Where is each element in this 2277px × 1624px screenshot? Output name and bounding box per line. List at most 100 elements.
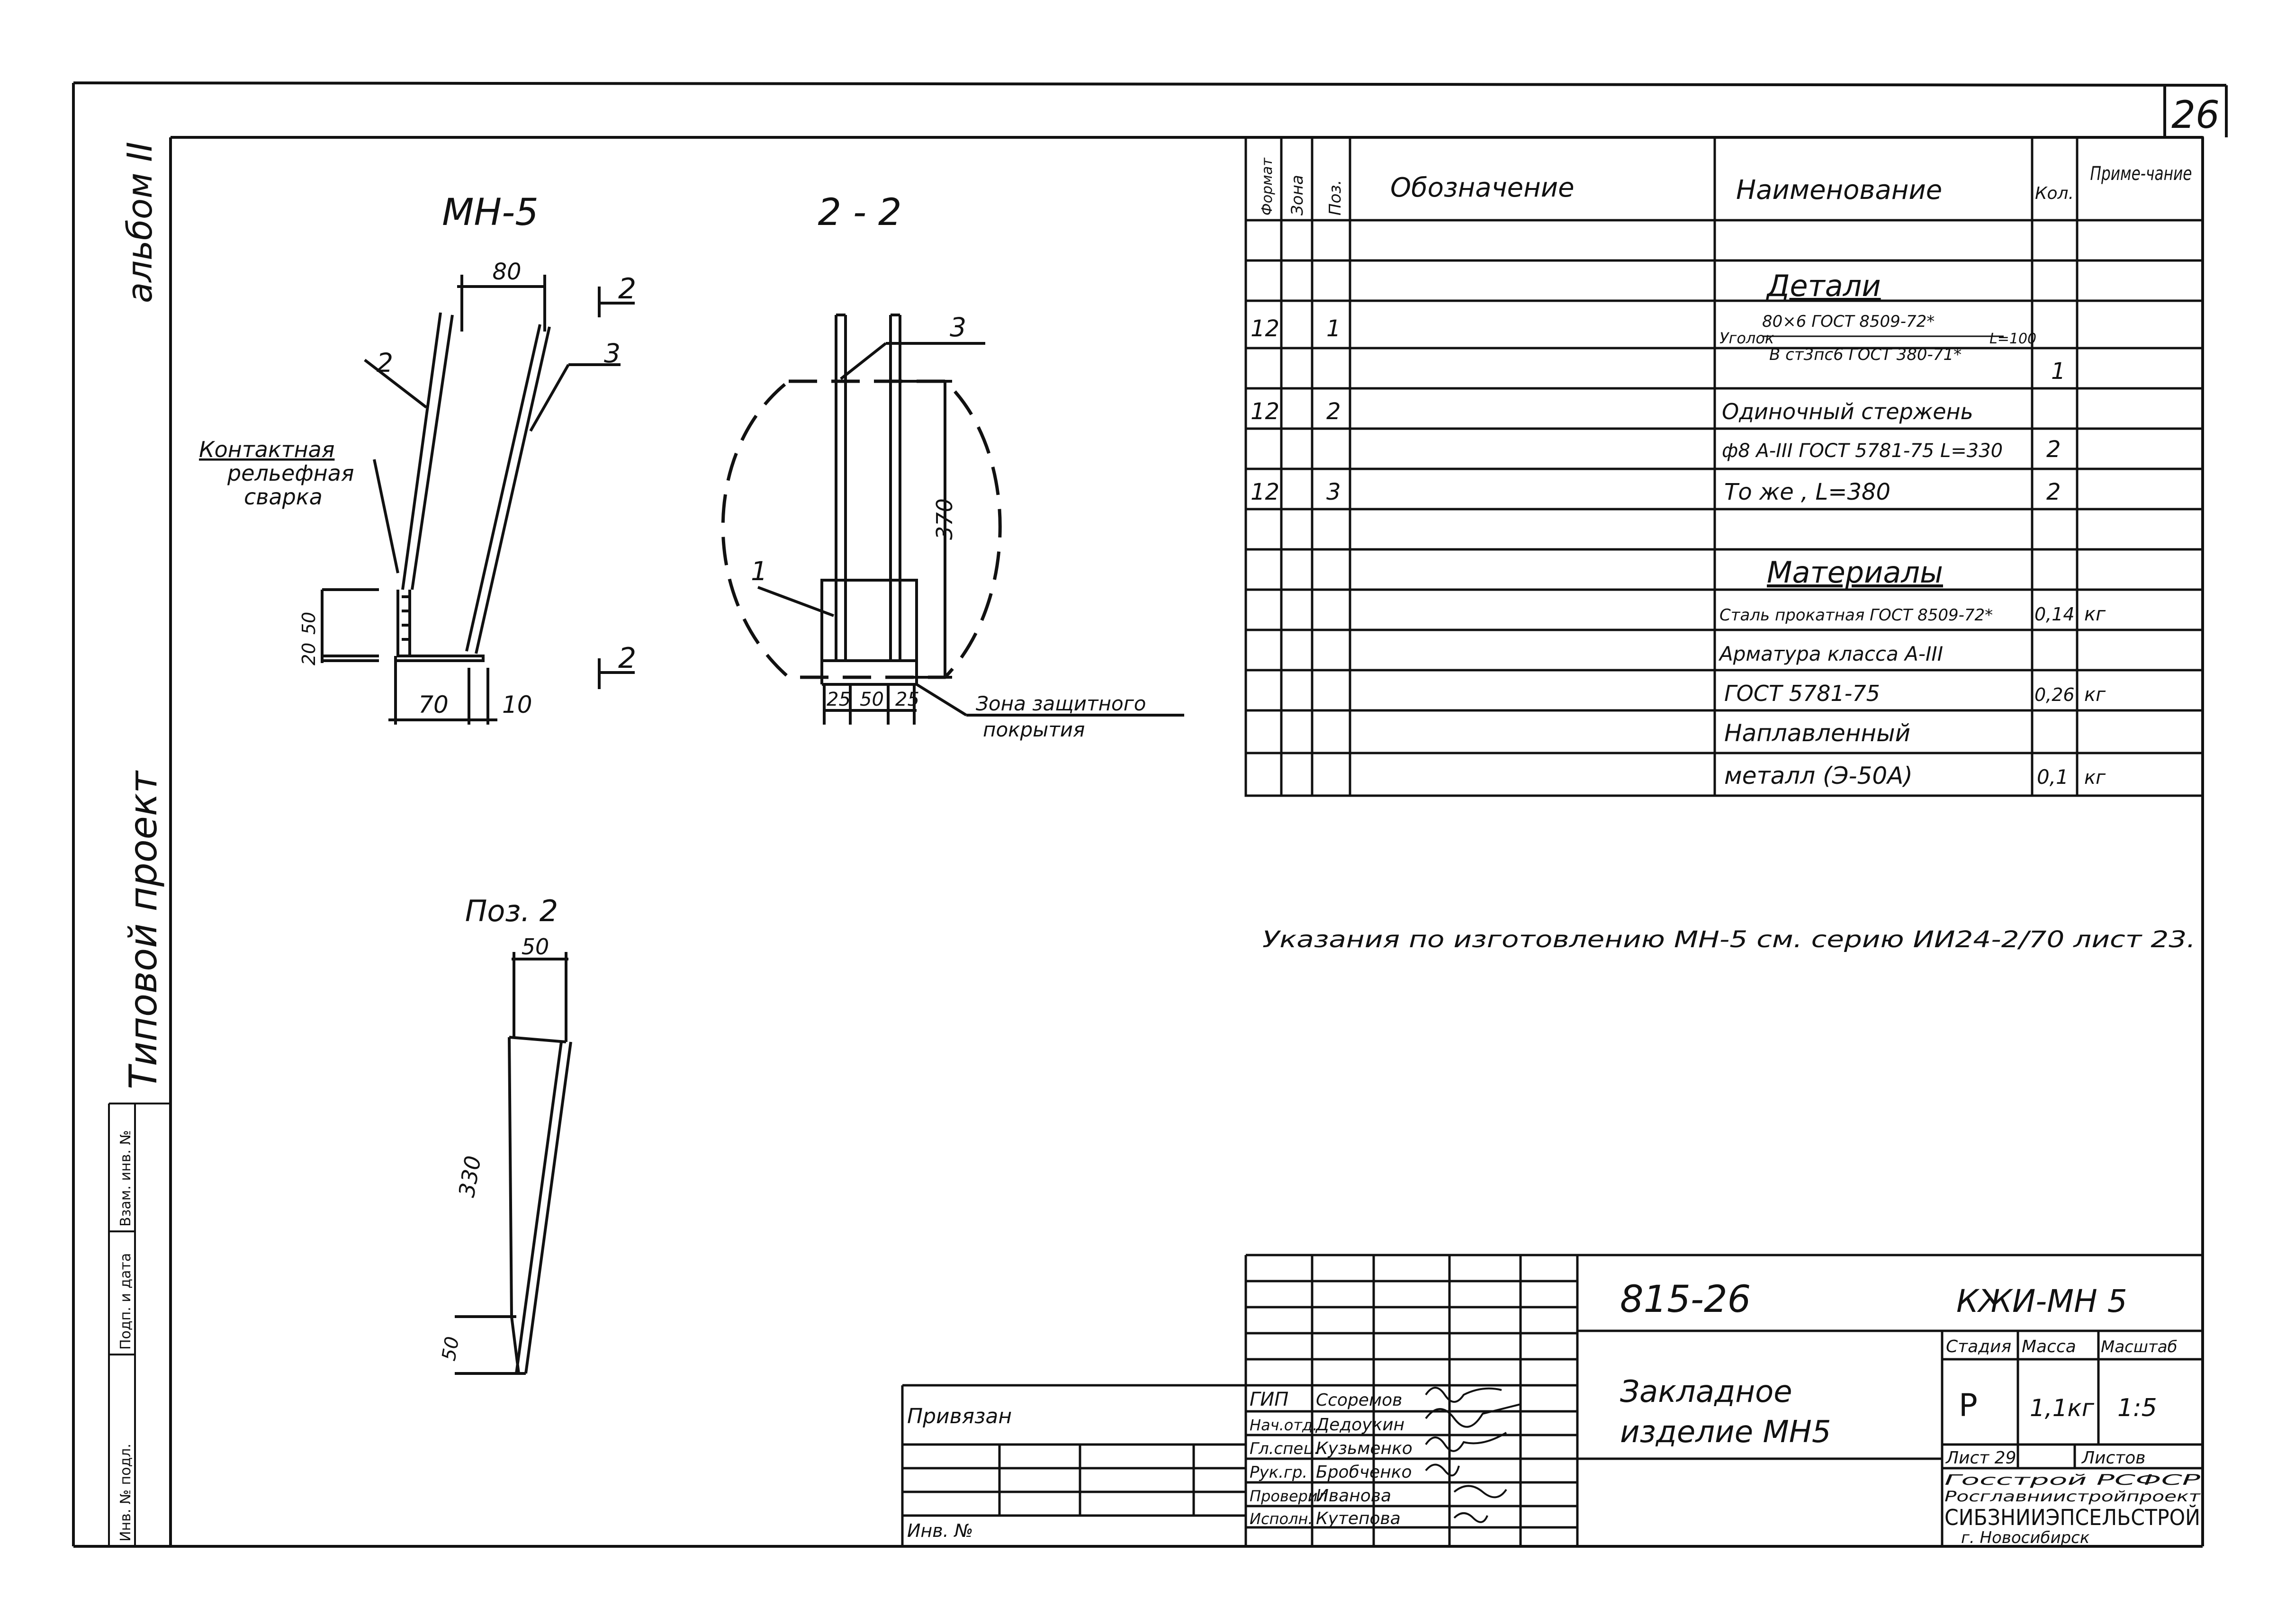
section22-title: 2 - 2 bbox=[818, 191, 902, 234]
name-5: Иванова bbox=[1316, 1486, 1391, 1506]
org-line4: г. Новосибирск bbox=[1961, 1528, 2090, 1547]
welding-note-line3: сварка bbox=[244, 484, 323, 510]
row1-qty: 1 bbox=[2051, 358, 2066, 385]
row1-name-prefix: Уголок bbox=[1719, 329, 1774, 347]
scale-header: Масштаб bbox=[2101, 1337, 2178, 1356]
section-parts: Детали bbox=[1765, 269, 1881, 303]
sheet-label: Лист 29 bbox=[1945, 1448, 2016, 1468]
row1-name-top: 80×6 ГОСТ 8509-72* bbox=[1762, 312, 1935, 331]
role-proveril: Проверил bbox=[1250, 1487, 1327, 1505]
role-glspec: Гл.спец. bbox=[1250, 1439, 1319, 1458]
product-name-line1: Закладное bbox=[1620, 1374, 1792, 1409]
welding-note-line2: рельефная bbox=[227, 460, 354, 486]
section22-dim-370: 370 bbox=[932, 498, 957, 540]
scale-value: 1:5 bbox=[2117, 1394, 2157, 1422]
row1-pos: 1 bbox=[1326, 315, 1341, 342]
org-line3: СИБЗНИИЭПСЕЛЬСТРОЙ bbox=[1944, 1505, 2200, 1530]
spec-table: Формат Зона Поз. Обозначение Наименовани… bbox=[1244, 136, 2204, 797]
section22-dim-25b: 25 bbox=[895, 689, 919, 710]
pos2-drawing: Поз. 2 50 330 50 bbox=[438, 894, 572, 1375]
section-materials: Материалы bbox=[1767, 555, 1943, 590]
mat1-qty: 0,14 bbox=[2034, 604, 2075, 625]
sheet-frame bbox=[72, 81, 2228, 1548]
mn5-dim-10: 10 bbox=[502, 691, 532, 718]
mn5-title: МН-5 bbox=[442, 191, 539, 234]
product-mark: КЖИ-МН 5 bbox=[1956, 1283, 2127, 1319]
role-nach: Нач.отд. bbox=[1250, 1416, 1317, 1434]
mn5-dim-20: 20 bbox=[298, 643, 319, 665]
pos2-title: Поз. 2 bbox=[465, 894, 558, 928]
org-line1: Госстрой РСФСР bbox=[1944, 1472, 2201, 1489]
side-cell-inv: Инв. № подл. bbox=[117, 1444, 134, 1542]
mat3-qty: 0,26 bbox=[2034, 684, 2075, 705]
row3-pos: 3 bbox=[1326, 479, 1341, 505]
inv-label: Инв. № bbox=[907, 1520, 973, 1541]
mass-value: 1,1кг bbox=[2030, 1394, 2095, 1422]
instruction-note: Указания по изготовлению МН-5 см. серию … bbox=[1262, 926, 2196, 953]
mat3-name: ГОСТ 5781-75 bbox=[1724, 681, 1880, 706]
header-designation: Обозначение bbox=[1390, 172, 1575, 203]
stage-value: Р bbox=[1959, 1387, 1978, 1424]
mass-header: Масса bbox=[2022, 1337, 2076, 1356]
typical-project-label: Типовой проект bbox=[121, 770, 165, 1089]
name-6: Кутепова bbox=[1316, 1509, 1401, 1528]
mn5-pos-3: 3 bbox=[604, 338, 621, 368]
row2b-qty: 2 bbox=[2046, 436, 2061, 463]
role-ispoln: Исполн. bbox=[1250, 1510, 1313, 1528]
section22-dim-25a: 25 bbox=[827, 689, 851, 710]
row2b-name: ф8 А-III ГОСТ 5781-75 L=330 bbox=[1722, 440, 2003, 462]
title-block: Привязан Инв. № ГИП Нач.отд. Гл.спец. Ру… bbox=[901, 1254, 2203, 1547]
mat5-name: металл (Э-50А) bbox=[1724, 762, 1913, 790]
zone-note-line2: покрытия bbox=[983, 718, 1085, 741]
role-rukgr: Рук.гр. bbox=[1250, 1463, 1307, 1482]
pos2-dim-50-bottom: 50 bbox=[438, 1335, 464, 1363]
mat5-note: кг bbox=[2084, 767, 2106, 789]
mn5-section-mark-bottom: 2 bbox=[618, 642, 636, 675]
mat1-name: Сталь прокатная ГОСТ 8509-72* bbox=[1719, 606, 1993, 625]
sheets-label: Листов bbox=[2081, 1448, 2145, 1468]
pos2-dim-50-top: 50 bbox=[522, 934, 549, 960]
mn5-dim-70: 70 bbox=[418, 691, 449, 718]
side-cell-sign: Подп. и дата bbox=[117, 1253, 134, 1350]
section22-pos-3: 3 bbox=[950, 312, 966, 342]
sheet-number: 26 bbox=[2171, 93, 2220, 137]
name-2: Дедоукин bbox=[1315, 1415, 1404, 1435]
header-qty: Кол. bbox=[2035, 184, 2074, 203]
product-name-line2: изделие МН5 bbox=[1620, 1415, 1831, 1450]
header-zone: Зона bbox=[1288, 175, 1307, 215]
role-gip: ГИП bbox=[1250, 1389, 1288, 1410]
row3-qty: 2 bbox=[2046, 479, 2061, 505]
header-format: Формат bbox=[1259, 157, 1276, 215]
row2-format: 12 bbox=[1251, 398, 1279, 425]
signatures bbox=[1425, 1387, 1521, 1523]
side-cell-replace: Взам. инв. № bbox=[117, 1130, 134, 1227]
org-line2: Росглавниистройпроект bbox=[1944, 1489, 2201, 1505]
mn5-dim-80: 80 bbox=[492, 259, 521, 285]
name-4: Бробченко bbox=[1316, 1462, 1412, 1482]
row1-format: 12 bbox=[1251, 315, 1279, 342]
row2-pos: 2 bbox=[1326, 398, 1341, 425]
doc-code: 815-26 bbox=[1620, 1278, 1751, 1321]
row1-name-bottom: В ст3пс6 ГОСТ 380-71* bbox=[1769, 345, 1962, 364]
mat3-note: кг bbox=[2084, 684, 2106, 706]
header-note: Приме-чание bbox=[2090, 163, 2192, 185]
mat5-qty: 0,1 bbox=[2037, 765, 2069, 789]
row3-name: То же , L=380 bbox=[1724, 479, 1890, 505]
stage-header: Стадия bbox=[1946, 1337, 2011, 1356]
section22-dim-50: 50 bbox=[860, 689, 884, 710]
name-3: Кузьменко bbox=[1316, 1439, 1413, 1458]
header-name: Наименование bbox=[1736, 175, 1942, 206]
mn5-pos-2: 2 bbox=[377, 348, 393, 378]
welding-note-line1: Контактная bbox=[199, 437, 334, 462]
row3-format: 12 bbox=[1251, 479, 1279, 505]
zone-note-line1: Зона защитного bbox=[976, 692, 1146, 715]
row2-name: Одиночный стержень bbox=[1722, 399, 1973, 424]
bound-label: Привязан bbox=[907, 1404, 1012, 1428]
mn5-dim-50: 50 bbox=[298, 612, 319, 635]
mn5-drawing: МН-5 bbox=[199, 191, 636, 725]
mat1-note: кг bbox=[2084, 603, 2106, 625]
mn5-section-mark-top: 2 bbox=[618, 272, 636, 305]
name-1: Ссоремов bbox=[1316, 1391, 1402, 1410]
row1-name-suffix: L=100 bbox=[1989, 331, 2036, 347]
